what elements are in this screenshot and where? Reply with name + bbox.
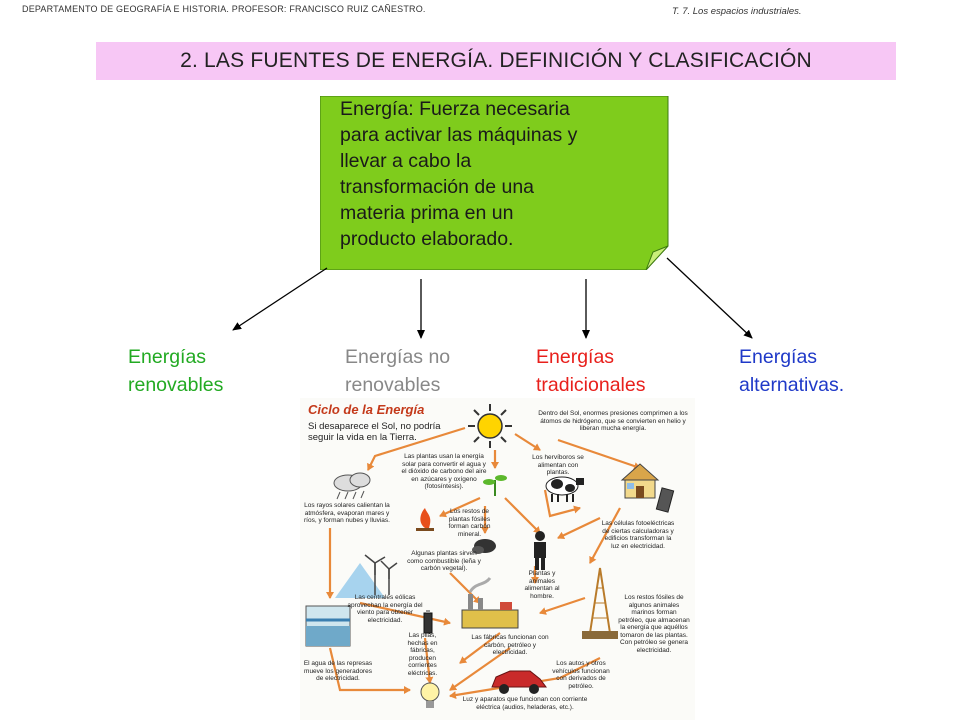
arrow-alternativas xyxy=(666,257,753,339)
dam-icon xyxy=(305,605,351,647)
definition-line: Energía: Fuerza necesaria xyxy=(340,98,570,120)
fire-icon xyxy=(416,508,434,531)
note-dam: El agua de las represas mueve los genera… xyxy=(303,660,373,682)
cycle-arrows xyxy=(326,426,641,699)
definition-note-shape xyxy=(320,96,669,270)
car-icon xyxy=(491,670,547,694)
factory-icon xyxy=(461,576,519,629)
category-alternativas: Energías alternativas. xyxy=(739,343,844,399)
definition-line: producto elaborado. xyxy=(340,228,514,250)
note-cells: Las células fotoeléctricas de ciertas ca… xyxy=(601,520,675,550)
cycle-subtitle: Si desaparece el Sol, no podría seguir l… xyxy=(308,421,441,443)
battery-icon xyxy=(423,610,433,634)
sun-icon xyxy=(468,404,512,448)
definition-line: llevar a cabo la xyxy=(340,150,472,172)
note-cars: Los autos y otros vehículos funcionan co… xyxy=(552,660,610,690)
definition-text: Energía: Fuerza necesaria para activar l… xyxy=(340,96,660,252)
cycle-title: Ciclo de la Energía xyxy=(308,402,425,417)
category-line: renovables xyxy=(128,374,224,396)
definition-line: para activar las máquinas y xyxy=(340,124,578,146)
title-bar: 2. LAS FUENTES DE ENERGÍA. DEFINICIÓN Y … xyxy=(96,42,896,80)
plant-icon xyxy=(483,475,507,496)
coal-icon xyxy=(472,539,496,554)
light-bulb-icon xyxy=(420,682,440,708)
category-line: tradicionales xyxy=(536,374,646,396)
cloud-rain-icon xyxy=(333,472,371,500)
note-oil: Los restos fósiles de algunos animales m… xyxy=(618,594,690,654)
category-line: Energías no xyxy=(345,346,451,368)
energy-cycle-illustration: Ciclo de la Energía Si desaparece el Sol… xyxy=(300,398,695,720)
oil-rig-icon xyxy=(582,567,618,639)
category-no-renovables: Energías no renovables xyxy=(345,343,450,399)
unit-header: T. 7. Los espacios industriales. xyxy=(672,6,802,17)
definition-box: Energía: Fuerza necesaria para activar l… xyxy=(320,96,670,270)
category-line: alternativas. xyxy=(739,374,845,396)
note-fuel: Algunas plantas sirven como combustible … xyxy=(407,550,481,572)
note-rays: Los rayos solares calientan la atmósfera… xyxy=(304,502,390,524)
department-header: DEPARTAMENTO DE GEOGRAFÍA E HISTORIA. PR… xyxy=(22,4,426,14)
energy-cycle-graphics xyxy=(305,404,675,708)
house-icon xyxy=(620,463,660,499)
person-icon xyxy=(534,531,546,570)
calculator-icon xyxy=(655,487,675,513)
definition-line: materia prima en un xyxy=(340,202,514,224)
note-sun: Dentro del Sol, enormes presiones compri… xyxy=(538,410,688,432)
category-line: Energías xyxy=(739,346,818,368)
note-food: Plantas y animales alimentan al hombre. xyxy=(524,570,560,600)
note-herbivores: Los hervíboros se alimentan con plantas. xyxy=(532,454,584,476)
category-line: Energías xyxy=(128,346,207,368)
note-factories: Las fábricas funcionan con carbón, petró… xyxy=(471,634,549,656)
page-title: 2. LAS FUENTES DE ENERGÍA. DEFINICIÓN Y … xyxy=(180,49,812,72)
category-line: renovables xyxy=(345,374,441,396)
definition-line: transformación de una xyxy=(340,176,535,198)
wind-turbine-icon xyxy=(335,554,398,598)
note-batteries: Las pilas, hechas en fábricas, producen … xyxy=(407,632,438,677)
category-line: Energías xyxy=(536,346,615,368)
note-light: Luz y aparatos que funcionan con corrien… xyxy=(462,696,588,711)
cow-icon xyxy=(545,476,584,502)
note-plants: Las plantas usan la energía solar para c… xyxy=(401,453,487,490)
note-wind: Las centrales eólicas aprovechan la ener… xyxy=(347,594,423,624)
arrow-renovables xyxy=(232,267,328,331)
note-fossil: Los restos de plantas fósiles forman car… xyxy=(448,508,491,538)
category-tradicionales: Energías tradicionales xyxy=(536,343,645,399)
category-renovables: Energías renovables xyxy=(128,343,223,399)
